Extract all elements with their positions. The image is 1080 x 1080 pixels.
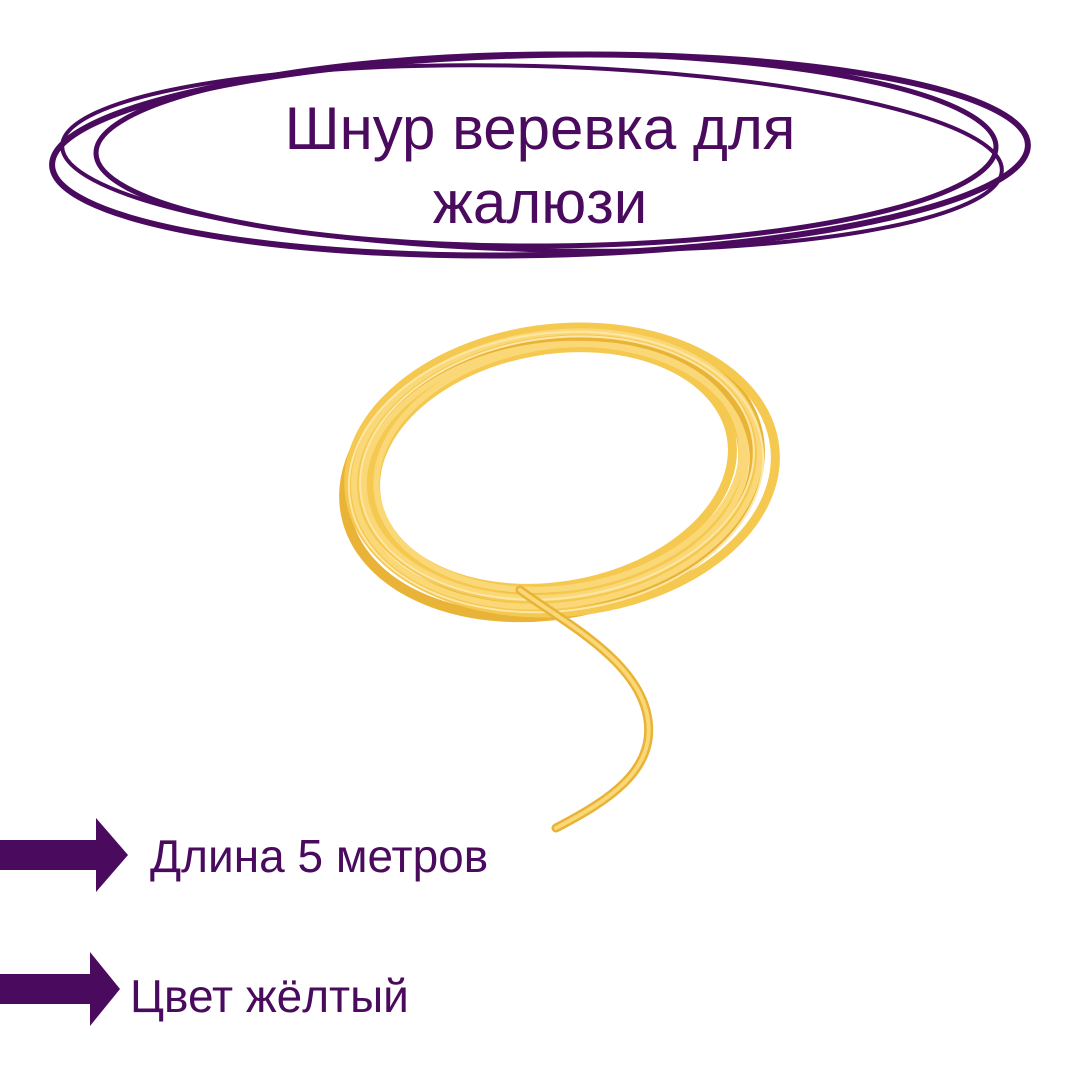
yellow-cord-coil-image <box>339 322 780 833</box>
arrow-right-icon <box>0 818 128 892</box>
title-line-1: Шнур веревка для <box>284 95 796 162</box>
feature-color: Цвет жёлтый <box>130 970 409 1022</box>
feature-length: Длина 5 метров <box>150 830 489 882</box>
page-title: Шнур веревка для жалюзи <box>200 92 880 240</box>
arrow-right-icon <box>0 952 120 1026</box>
title-line-2: жалюзи <box>432 169 648 236</box>
title-ellipse-frame <box>49 51 1031 259</box>
